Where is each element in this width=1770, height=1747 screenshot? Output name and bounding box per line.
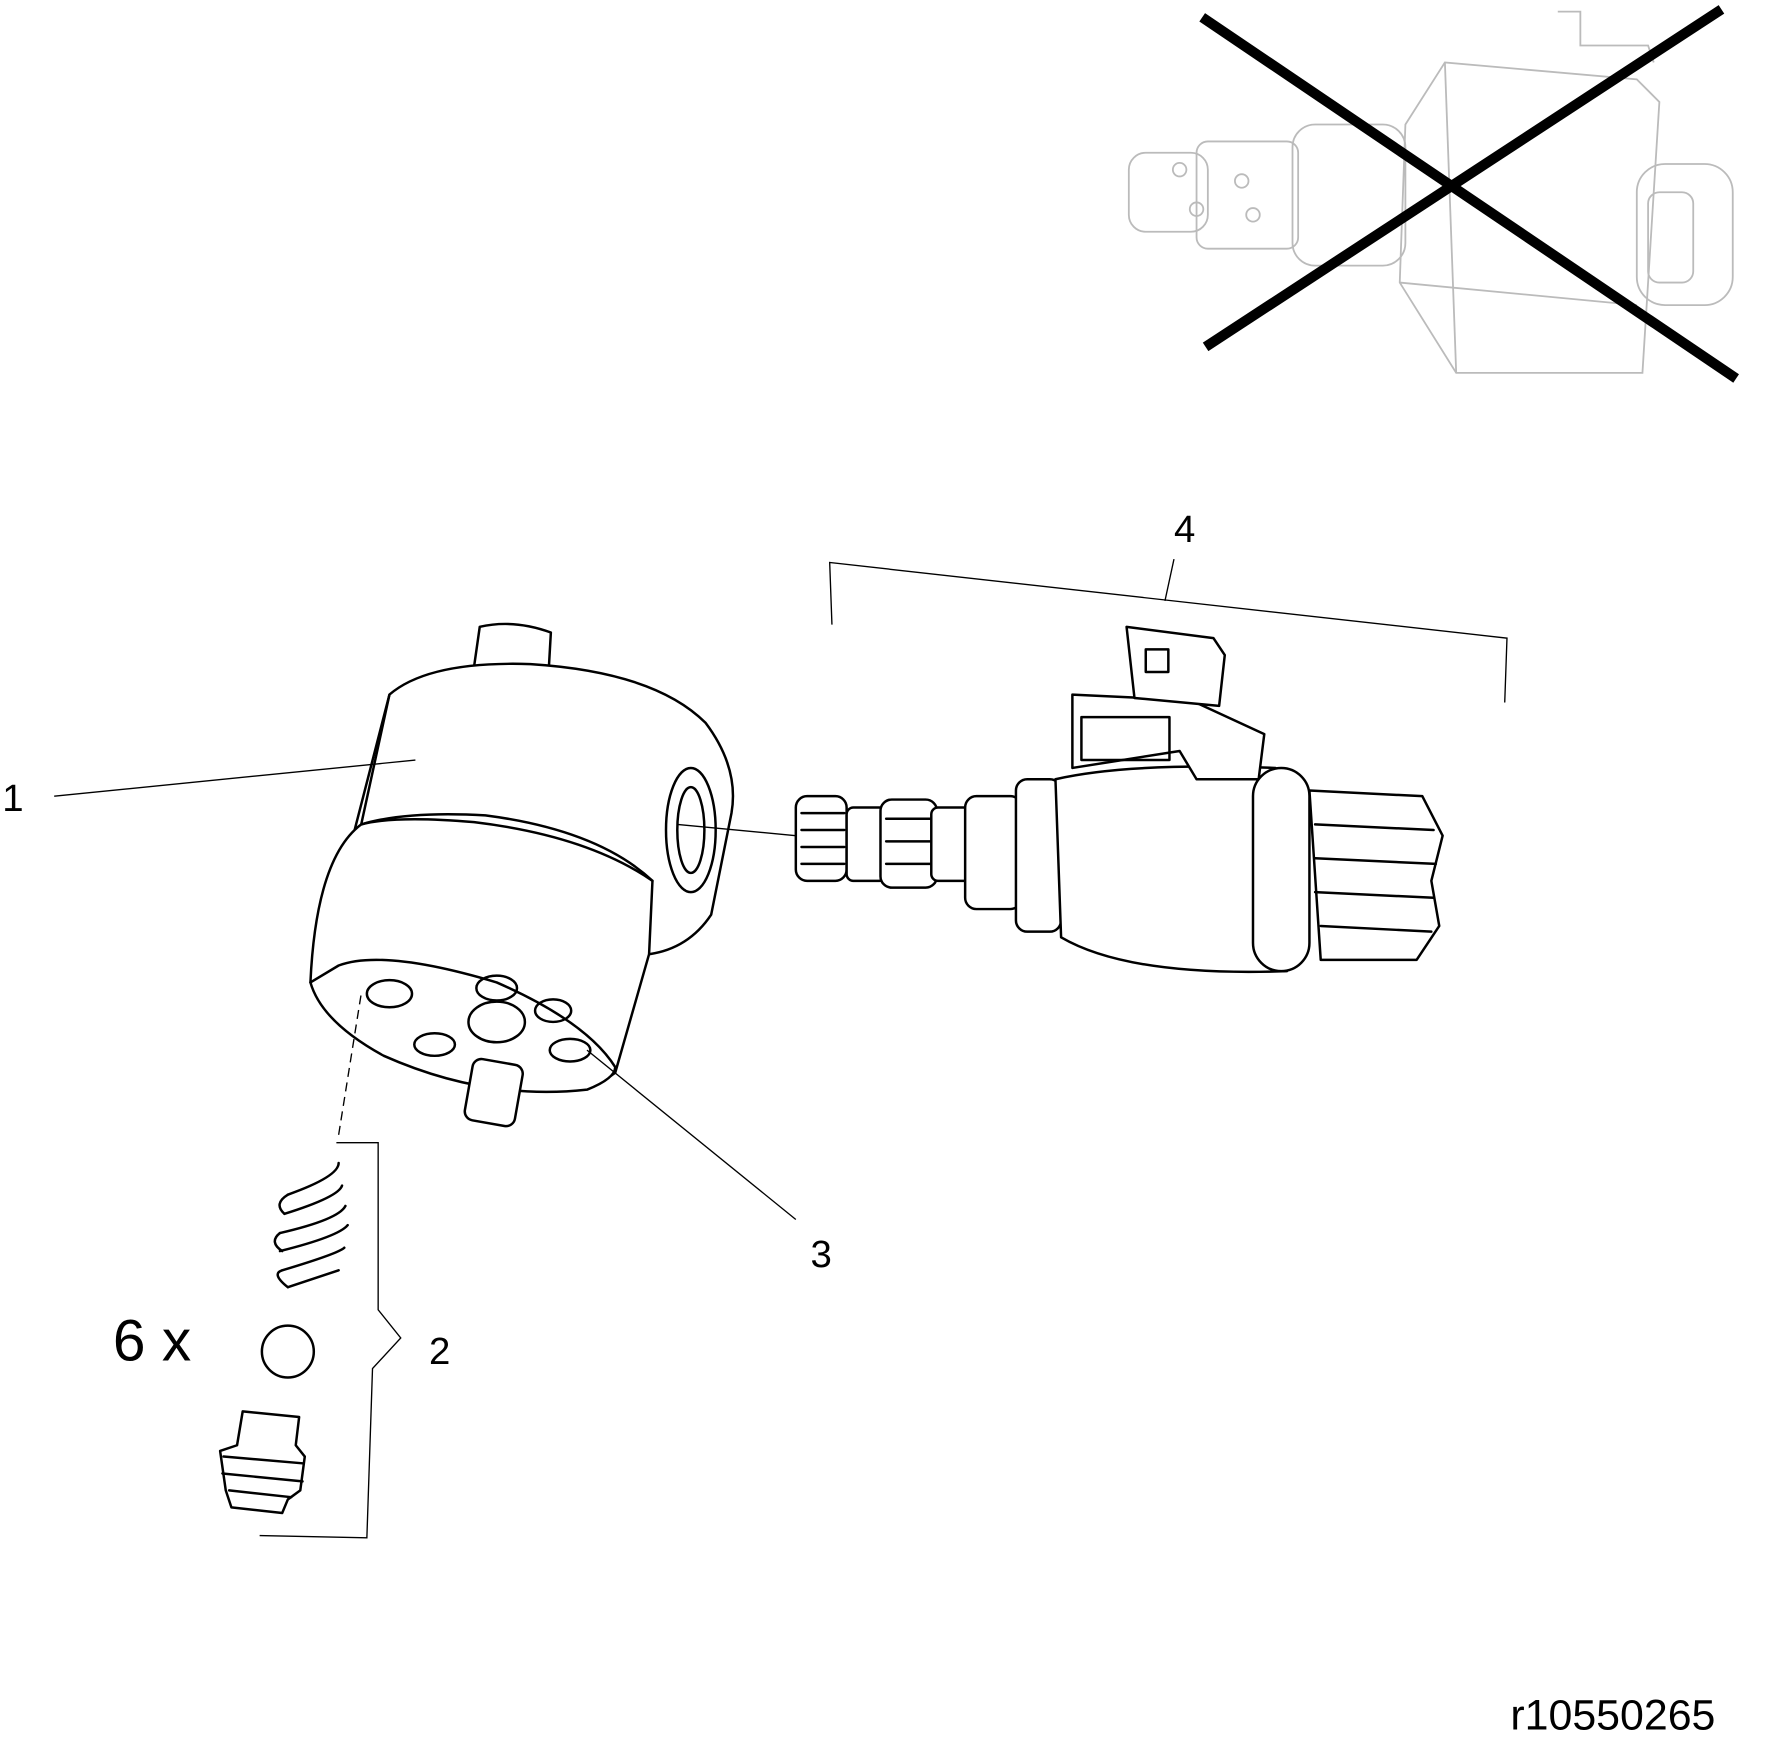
callout-1: 1 <box>2 777 23 820</box>
drawing-number: r10550265 <box>1510 1692 1715 1740</box>
part-1-valve-body <box>309 622 735 1128</box>
part-4-solenoid-valve <box>794 625 1444 974</box>
cross-out-mark <box>1199 5 1739 383</box>
quantity-label: 6 x <box>113 1309 191 1374</box>
callout-3: 3 <box>810 1233 831 1276</box>
leader-lines <box>54 558 1508 1221</box>
callout-4: 4 <box>1174 508 1195 551</box>
obsolete-assembly-ghost <box>1127 10 1734 374</box>
callout-2: 2 <box>429 1330 450 1373</box>
part-2-check-valve-set <box>218 993 402 1539</box>
